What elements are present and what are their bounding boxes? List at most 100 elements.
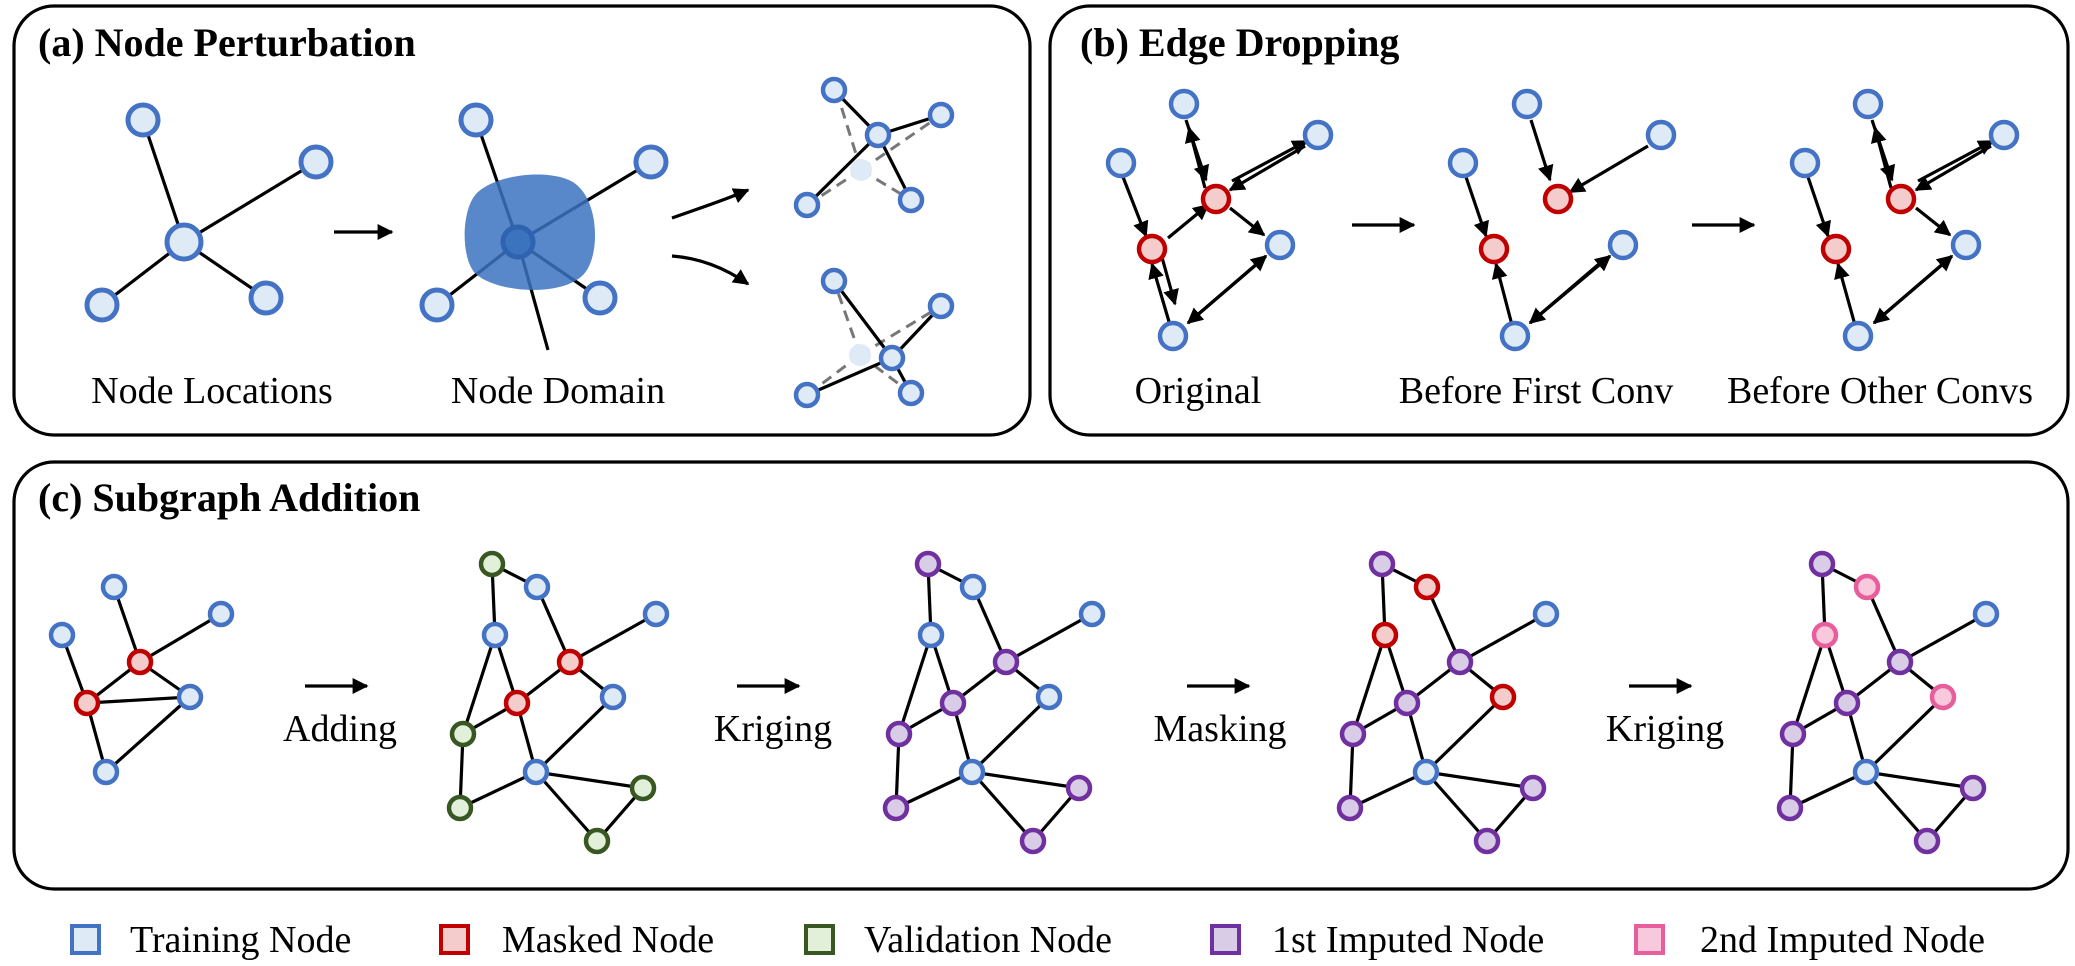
first-imputed-node	[1833, 689, 1861, 717]
training-node	[927, 292, 955, 320]
graph-edge	[897, 634, 933, 735]
masked-node	[556, 648, 584, 676]
arrow-curved-up	[671, 188, 750, 220]
training-node	[1302, 119, 1334, 151]
legend-label-masked: Masked Node	[502, 919, 714, 961]
graph-after-first-kriging	[882, 550, 1106, 855]
step-kriging-first: Kriging	[714, 708, 832, 750]
first-imputed-node	[1336, 794, 1364, 822]
label-before-other-convs: Before Other Convs	[1727, 370, 2033, 412]
legend-swatch-imputed2	[1634, 924, 1665, 955]
graph-edge	[1425, 586, 1462, 663]
graph-edge	[1789, 770, 1867, 810]
graph-edge	[1899, 612, 1987, 664]
graph-after-masking	[1336, 550, 1560, 855]
training-node	[92, 758, 120, 786]
masked-node	[1489, 683, 1517, 711]
masked-node	[1413, 573, 1441, 601]
panel-c-border	[12, 460, 2070, 891]
step-adding: Adding	[283, 708, 397, 750]
panel-c-title: (c) Subgraph Addition	[38, 475, 420, 520]
graph-edge	[1005, 612, 1093, 664]
training-node	[298, 144, 334, 180]
second-imputed-node	[1853, 573, 1881, 601]
masked-node	[1200, 183, 1232, 215]
training-node	[959, 573, 987, 601]
before-first-conv-graph	[1447, 88, 1677, 352]
training-node	[793, 381, 821, 409]
graph-edge	[971, 586, 1008, 663]
graph-edge	[1424, 770, 1489, 843]
second-imputed-node	[1929, 683, 1957, 711]
training-node	[1607, 229, 1639, 261]
training-node	[820, 267, 848, 295]
graph-edge	[971, 770, 1080, 790]
training-node	[633, 144, 669, 180]
training-node	[1499, 320, 1531, 352]
training-node	[1852, 88, 1884, 120]
legend-item-training: Training Node	[70, 919, 351, 961]
masked-node	[73, 689, 101, 717]
perturbed-graph-2	[793, 267, 955, 409]
graph-edge	[534, 695, 615, 774]
masked-node	[503, 689, 531, 717]
before-other-convs-graph	[1789, 88, 2020, 352]
masked-node	[1820, 233, 1852, 265]
training-node	[1168, 88, 1200, 120]
training-node	[1264, 229, 1296, 261]
first-imputed-node	[1368, 550, 1396, 578]
graph-edge	[1791, 634, 1827, 735]
legend-swatch-training	[70, 924, 101, 955]
training-node	[522, 758, 550, 786]
first-imputed-node	[882, 794, 910, 822]
training-node	[582, 280, 618, 316]
step-kriging-second: Kriging	[1606, 708, 1724, 750]
first-imputed-node	[1393, 689, 1421, 717]
panel-b-border	[1048, 4, 2070, 437]
graph-after-adding	[446, 550, 670, 855]
legend-label-validation: Validation Node	[864, 919, 1112, 961]
first-imputed-node	[939, 689, 967, 717]
training-node	[1972, 600, 2000, 628]
legend-label-imputed2: 2nd Imputed Node	[1700, 919, 1985, 961]
validation-node	[449, 720, 477, 748]
masked-node	[1542, 183, 1574, 215]
graph-edge	[1864, 770, 1929, 843]
panel-subgraph-addition: (c) Subgraph Addition Adding Kriging	[12, 460, 2070, 891]
first-imputed-node	[914, 550, 942, 578]
training-node	[1950, 229, 1982, 261]
first-imputed-node	[1519, 774, 1547, 802]
first-imputed-node	[1339, 720, 1367, 748]
training-node	[419, 287, 455, 323]
original-position-ghost	[850, 159, 872, 181]
graph-edge	[1865, 770, 1974, 790]
legend-swatch-imputed1	[1210, 924, 1241, 955]
first-imputed-node	[1065, 774, 1093, 802]
legend: Training Node Masked Node Validation Nod…	[70, 919, 1985, 961]
training-node	[84, 287, 120, 323]
graph-edge	[895, 770, 973, 810]
first-imputed-node	[1473, 827, 1501, 855]
node-locations-graph	[84, 102, 334, 323]
label-original: Original	[1135, 370, 1262, 412]
graph-edge	[461, 634, 497, 735]
graph-after-second-kriging	[1776, 550, 2000, 855]
first-imputed-node	[992, 648, 1020, 676]
training-node	[248, 280, 284, 316]
graph-edge	[1424, 695, 1505, 774]
training-node	[1988, 119, 2020, 151]
validation-node	[478, 550, 506, 578]
training-node	[1078, 600, 1106, 628]
training-node	[1532, 600, 1560, 628]
training-node	[1852, 758, 1880, 786]
training-node	[642, 600, 670, 628]
panel-b-title: (b) Edge Dropping	[1080, 20, 1399, 65]
masked-node	[1371, 621, 1399, 649]
training-node	[481, 621, 509, 649]
perturbed-graph-1	[793, 76, 955, 219]
first-imputed-node	[1959, 774, 1987, 802]
training-node	[100, 573, 128, 601]
training-node	[1035, 683, 1063, 711]
graph-edge	[970, 695, 1051, 774]
legend-label-training: Training Node	[130, 919, 351, 961]
